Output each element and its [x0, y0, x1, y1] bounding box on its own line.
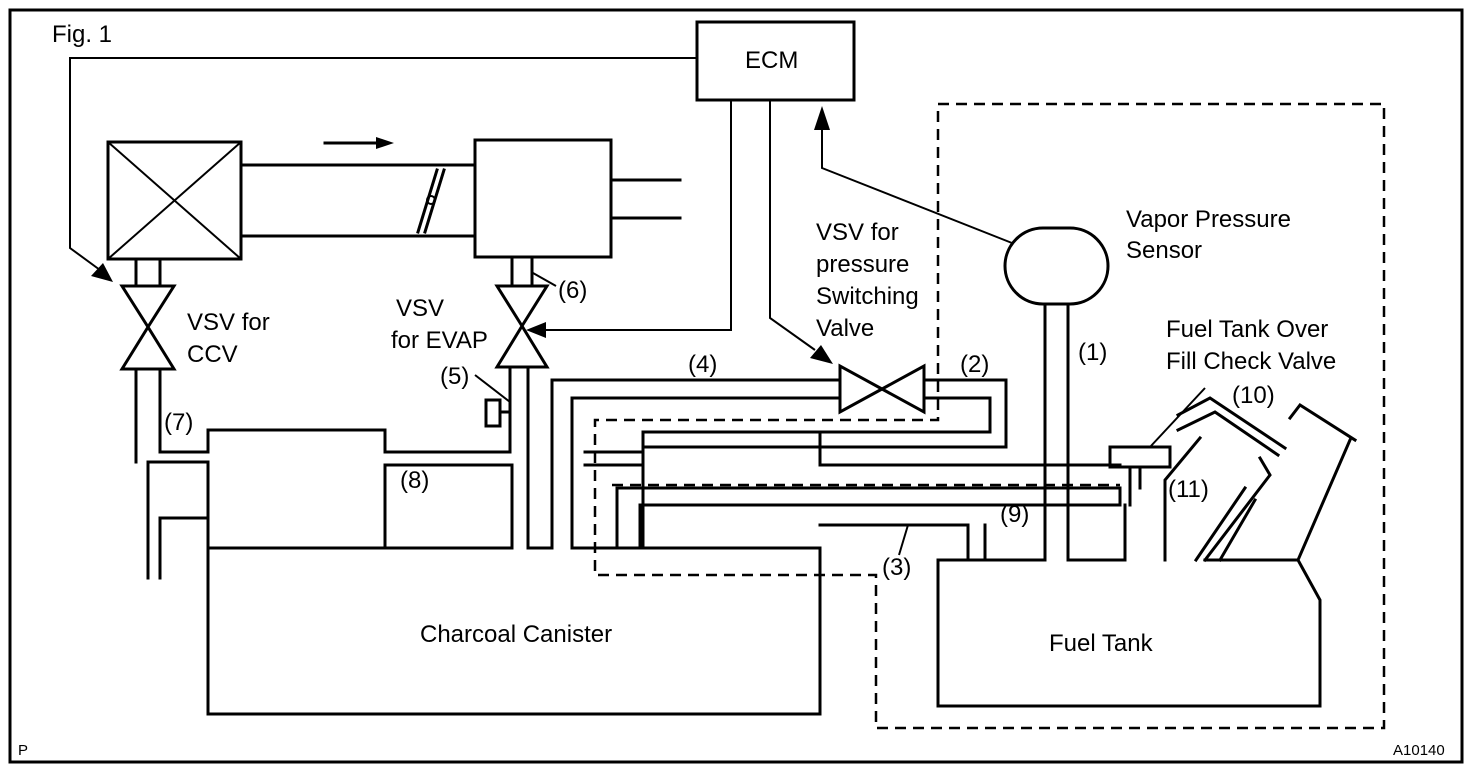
callout-2: (2): [960, 351, 989, 378]
throttle-valve-icon: [416, 168, 446, 234]
figure-frame: [8, 8, 1464, 764]
check-valve-label-1: Fuel Tank Over: [1166, 316, 1328, 343]
check-valve-label-2: Fill Check Valve: [1166, 348, 1336, 375]
vsv-pressure-label-2: pressure: [816, 251, 909, 278]
vsv-evap-label-2: for EVAP: [391, 327, 488, 354]
ecm-label: ECM: [745, 47, 798, 74]
callout-6: (6): [558, 277, 587, 304]
callout-5: (5): [440, 363, 469, 390]
callout-11: (11): [1168, 476, 1209, 503]
air-cleaner: [106, 140, 243, 261]
intake-pipe: [239, 163, 477, 238]
callout-10: (10): [1232, 382, 1275, 409]
charcoal-canister-label: Charcoal Canister: [420, 621, 612, 648]
ecm-box: [695, 20, 856, 102]
vsv-ccv-label-1: VSV for: [187, 309, 270, 336]
vapor-pressure-sensor-label-1: Vapor Pressure: [1126, 206, 1291, 233]
fuel-tank: [936, 396, 1358, 708]
charcoal-canister: [146, 378, 1122, 716]
callout-1: (1): [1078, 339, 1107, 366]
flow-arrow-icon: [323, 137, 394, 149]
intake-manifold: [473, 138, 682, 259]
vsv-evap-label-1: VSV: [396, 295, 444, 322]
ecm-signal-lines: [69, 57, 1013, 364]
corner-mark: P: [18, 742, 28, 759]
vsv-pressure-switching-valve: [641, 363, 1008, 449]
dashed-boundaries: [593, 102, 1386, 730]
callout-8: (8): [400, 467, 429, 494]
vsv-evap-valve: [484, 255, 550, 550]
figure-code: A10140: [1393, 742, 1445, 759]
callout-4: (4): [688, 351, 717, 378]
vsv-ccv-valve: [119, 257, 177, 464]
callout-7: (7): [164, 409, 193, 436]
vsv-ccv-label-2: CCV: [187, 341, 238, 368]
vsv-pressure-label-1: VSV for: [816, 219, 899, 246]
callout-3: (3): [882, 554, 911, 581]
vapor-pressure-sensor: [1003, 226, 1110, 562]
vsv-pressure-label-4: Valve: [816, 315, 874, 342]
callout-9: (9): [1000, 501, 1029, 528]
figure-title: Fig. 1: [52, 21, 112, 48]
vapor-pressure-sensor-label-2: Sensor: [1126, 237, 1202, 264]
fuel-tank-label: Fuel Tank: [1049, 630, 1154, 657]
over-fill-check-valve: [1108, 387, 1206, 507]
leader-lines: [474, 272, 909, 556]
vsv-pressure-label-3: Switching: [816, 283, 919, 310]
